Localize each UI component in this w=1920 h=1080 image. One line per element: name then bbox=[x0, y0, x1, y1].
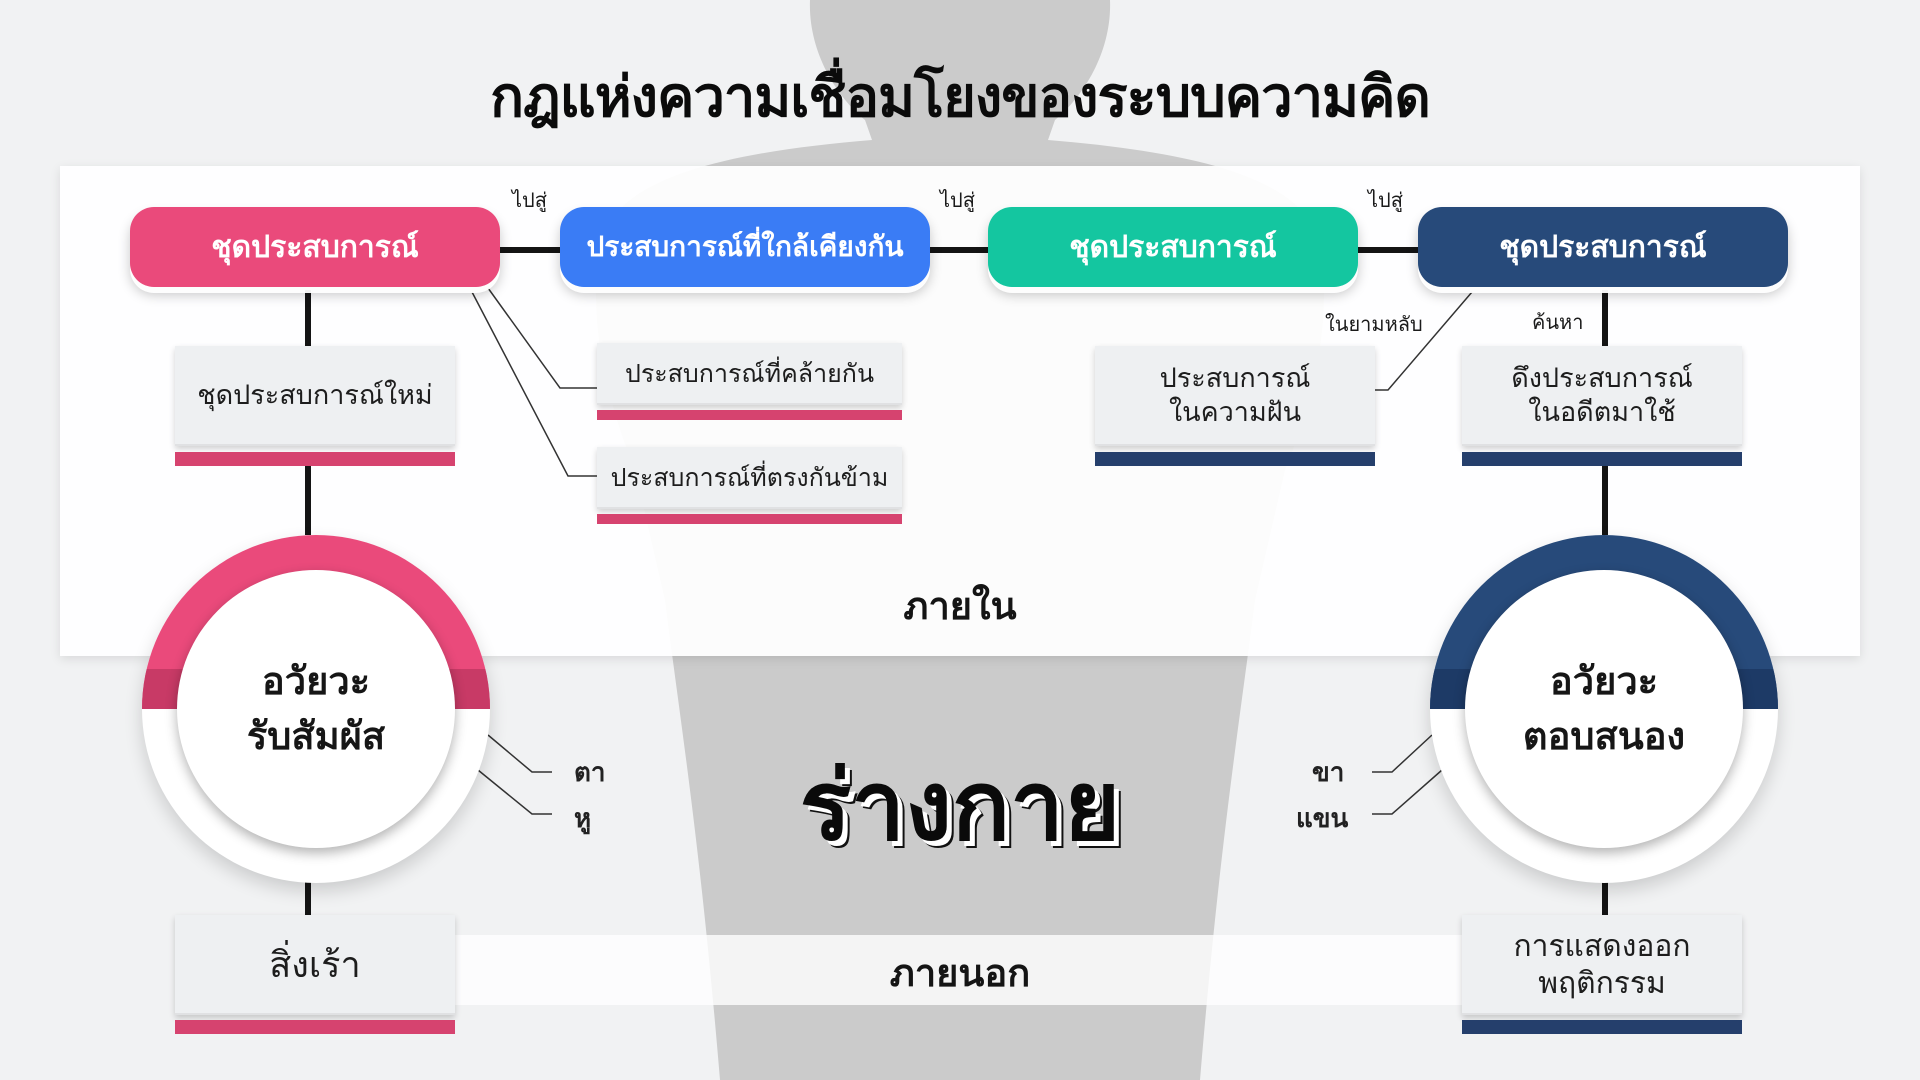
body-label: ร่างกาย bbox=[799, 750, 1121, 862]
card-label: สิ่งเร้า bbox=[269, 944, 361, 986]
response-line1: อวัยวะ bbox=[1549, 658, 1659, 703]
eye-label: ตา bbox=[574, 758, 606, 788]
outside-label: ภายนอก bbox=[889, 951, 1031, 995]
card-base-navy bbox=[1462, 1020, 1742, 1034]
sensory-organ-ring: อวัยวะ รับสัมผัส bbox=[142, 535, 490, 883]
card-label-line1: การแสดงออก bbox=[1513, 928, 1691, 964]
leads-to-label-2: ไปสู่ bbox=[940, 188, 975, 212]
ear-label: หู bbox=[574, 804, 592, 834]
card-base-pink bbox=[175, 452, 455, 466]
outer-band bbox=[440, 935, 1480, 1005]
card-label-line2: ในความฝัน bbox=[1168, 397, 1302, 428]
experience-set-pill-teal: ชุดประสบการณ์ bbox=[988, 207, 1358, 287]
page-title: กฎแห่งความเชื่อมโยงของระบบความคิด bbox=[490, 65, 1431, 130]
opposite-experience-card: ประสบการณ์ที่ตรงกันข้าม bbox=[597, 447, 902, 509]
card-base-pink bbox=[597, 514, 902, 524]
card-base-navy bbox=[1462, 452, 1742, 466]
card-base-pink bbox=[175, 1020, 455, 1034]
response-organ-circle: อวัยวะ ตอบสนอง bbox=[1465, 570, 1743, 848]
similar-experience-card: ประสบการณ์ที่คล้ายกัน bbox=[597, 343, 902, 405]
sensory-organ-circle: อวัยวะ รับสัมผัส bbox=[177, 570, 455, 848]
leads-to-label-1: ไปสู่ bbox=[512, 188, 547, 212]
new-experience-card: ชุดประสบการณ์ใหม่ bbox=[175, 346, 455, 446]
leads-to-label-3: ไปสู่ bbox=[1368, 188, 1403, 212]
card-label-line1: ประสบการณ์ bbox=[1159, 363, 1311, 395]
pill-label: ชุดประสบการณ์ bbox=[1499, 229, 1707, 265]
card-label: ประสบการณ์ที่คล้ายกัน bbox=[624, 359, 875, 389]
arm-label: แขน bbox=[1296, 804, 1349, 834]
card-label-line1: ดึงประสบการณ์ bbox=[1511, 363, 1693, 395]
inside-label: ภายใน bbox=[903, 584, 1017, 628]
pill-label: ชุดประสบการณ์ bbox=[1069, 229, 1277, 265]
search-label: ค้นหา bbox=[1532, 310, 1584, 334]
card-label-line2: พฤติกรรม bbox=[1538, 966, 1666, 1001]
response-line2: ตอบสนอง bbox=[1522, 714, 1686, 758]
card-base-pink bbox=[597, 410, 902, 420]
card-label: ชุดประสบการณ์ใหม่ bbox=[197, 380, 433, 412]
sensory-line1: อวัยวะ bbox=[261, 658, 371, 703]
response-organ-ring: อวัยวะ ตอบสนอง bbox=[1430, 535, 1778, 883]
stimulus-card: สิ่งเร้า bbox=[175, 915, 455, 1015]
past-experience-card: ดึงประสบการณ์ ในอดีตมาใช้ bbox=[1462, 346, 1742, 446]
card-label-line2: ในอดีตมาใช้ bbox=[1528, 397, 1676, 428]
sensory-line2: รับสัมผัส bbox=[246, 714, 386, 758]
dream-experience-card: ประสบการณ์ ในความฝัน bbox=[1095, 346, 1375, 446]
pill-label: ชุดประสบการณ์ bbox=[211, 229, 419, 265]
card-label: ประสบการณ์ที่ตรงกันข้าม bbox=[610, 463, 889, 493]
behavior-expression-card: การแสดงออก พฤติกรรม bbox=[1462, 915, 1742, 1015]
pill-label: ประสบการณ์ที่ใกล้เคียงกัน bbox=[586, 230, 904, 263]
card-base-navy bbox=[1095, 452, 1375, 466]
experience-set-pill-pink: ชุดประสบการณ์ bbox=[130, 207, 500, 287]
leg-label: ขา bbox=[1312, 758, 1345, 788]
nearby-experience-pill: ประสบการณ์ที่ใกล้เคียงกัน bbox=[560, 207, 930, 287]
experience-set-pill-navy: ชุดประสบการณ์ bbox=[1418, 207, 1788, 287]
while-asleep-label: ในยามหลับ bbox=[1325, 312, 1423, 336]
